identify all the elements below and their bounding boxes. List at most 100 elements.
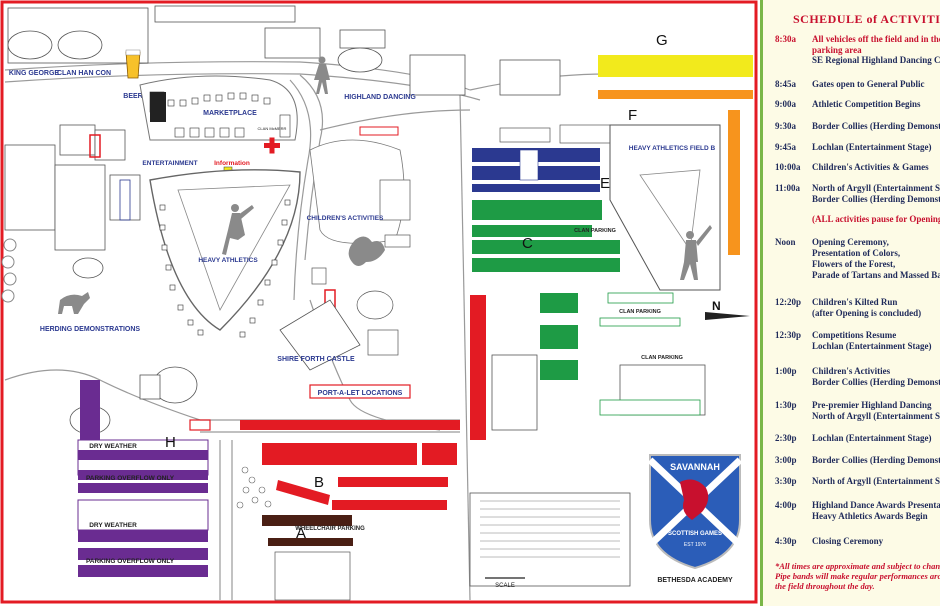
schedule-row: 3:00p Border Collies (Herding Demonstrati… bbox=[775, 455, 940, 466]
schedule-event-line: Parade of Tartans and Massed Bands bbox=[812, 270, 940, 280]
marker-e: E bbox=[600, 175, 610, 192]
schedule-time: 9:45a bbox=[775, 142, 796, 152]
schedule-event: Children's Kilted Run(after Opening is c… bbox=[812, 297, 921, 319]
yellow-parking bbox=[598, 55, 753, 77]
schedule-event-line: Children's Activities & Games bbox=[812, 162, 929, 172]
beer-icon bbox=[125, 49, 141, 79]
schedule-event: SE Regional Highland Dancing Championshi… bbox=[812, 55, 940, 66]
schedule-event-line: (ALL activities pause for Opening Ceremo… bbox=[812, 214, 940, 224]
wheelchair-parking-lot bbox=[262, 515, 352, 526]
schedule-event-line: Closing Ceremony bbox=[812, 536, 884, 546]
orange-parking bbox=[598, 90, 753, 99]
schedule-row: 9:45a Lochlan (Entertainment Stage) bbox=[775, 142, 932, 153]
area-handicap-clan-parking: HANDICAP CLAN PARKING bbox=[292, 436, 377, 443]
schedule-time: Noon bbox=[775, 237, 796, 247]
schedule-event: Children's Activities & Games bbox=[812, 162, 929, 173]
area-heavy-athletics: HEAVY ATHLETICS bbox=[198, 257, 258, 264]
schedule-event-line: parking area bbox=[812, 45, 862, 55]
schedule-event-line: North of Argyll (Entertainment Stage) bbox=[812, 411, 940, 421]
schedule-row: Noon Opening Ceremony,Presentation of Col… bbox=[775, 237, 940, 281]
schedule-event-line: Athletic Competition Begins bbox=[812, 99, 921, 109]
area-port-a-let: PORT-A-LET LOCATIONS bbox=[318, 390, 403, 397]
schedule-event-line: Lochlan (Entertainment Stage) bbox=[812, 142, 932, 152]
thrower-icon bbox=[680, 225, 712, 280]
map-svg: KING GEORGE CLAN HAN CON BEER MARKETPLAC… bbox=[0, 0, 758, 604]
schedule-note: *All times are approximate and subject t… bbox=[775, 561, 940, 591]
legend-box bbox=[469, 492, 631, 587]
schedule-event-line: Opening Ceremony, bbox=[812, 237, 889, 247]
area-wheelchair-parking: WHEELCHAIR PARKING bbox=[295, 526, 365, 532]
schedule-time: 1:30p bbox=[775, 400, 797, 410]
schedule-time: 10:00a bbox=[775, 162, 801, 172]
schedule-row: 2:30p Lochlan (Entertainment Stage) bbox=[775, 433, 932, 444]
schedule-row: (ALL activities pause for Opening Ceremo… bbox=[775, 214, 940, 225]
marketplace-loop bbox=[139, 75, 298, 141]
schedule-event-line: North of Argyll (Entertainment Stage) bbox=[812, 183, 940, 193]
schedule-event: Lochlan (Entertainment Stage) bbox=[812, 433, 932, 444]
area-entertainment: ENTERTAINMENT bbox=[142, 160, 197, 167]
marker-a: A bbox=[296, 525, 306, 542]
port-a-let-marker bbox=[89, 134, 101, 158]
orange-strip bbox=[728, 110, 740, 255]
marker-g: G bbox=[656, 32, 668, 49]
schedule-time: 12:30p bbox=[775, 330, 802, 340]
schedule-row: 10:00a Children's Activities & Games bbox=[775, 162, 929, 173]
area-shire-forth-castle: SHIRE FORTH CASTLE bbox=[277, 356, 355, 363]
north-arrow-icon bbox=[705, 312, 750, 320]
area-bethesda: BETHESDA ACADEMY bbox=[657, 577, 733, 584]
marker-b: B bbox=[314, 474, 324, 491]
area-clan-parking-2: CLAN PARKING bbox=[619, 309, 661, 315]
area-marketplace: MARKETPLACE bbox=[203, 110, 257, 117]
schedule-event: North of Argyll (Entertainment Stage)Bor… bbox=[812, 183, 940, 205]
note-line-3: the field throughout the day. bbox=[775, 581, 875, 591]
athlete-figure-icon bbox=[222, 204, 254, 255]
schedule-time: 1:00p bbox=[775, 366, 797, 376]
schedule-time: 4:00p bbox=[775, 500, 797, 510]
scale-label: SCALE bbox=[495, 583, 515, 589]
schedule-time: 3:00p bbox=[775, 455, 797, 465]
schedule-event-line: Children's Activities bbox=[812, 366, 891, 376]
schedule-event-line: Border Collies (Herding Demonstration) bbox=[812, 455, 940, 465]
clan-parking-green bbox=[472, 200, 620, 380]
schedule-event-line: Presentation of Colors, bbox=[812, 248, 901, 258]
schedule-event-line: All vehicles off the field and in the bbox=[812, 34, 940, 44]
schedule-event-line: Gates open to General Public bbox=[812, 79, 925, 89]
area-highland-dancing: HIGHLAND DANCING bbox=[344, 94, 416, 101]
area-clan-han-con: CLAN HAN CON bbox=[57, 70, 111, 77]
schedule-event-line: Pre-premier Highland Dancing bbox=[812, 400, 932, 410]
first-aid-icon bbox=[264, 137, 280, 154]
port-a-let-legend bbox=[309, 384, 411, 399]
area-heavy-athletics-field-b: HEAVY ATHLETICS FIELD B bbox=[629, 145, 716, 152]
overflow-parking bbox=[77, 380, 209, 577]
area-childrens-activities: CHILDREN'S ACTIVITIES bbox=[307, 215, 384, 222]
area-clan-parking-3: CLAN PARKING bbox=[641, 355, 683, 361]
note-line-1: *All times are approximate and subject t… bbox=[775, 561, 940, 571]
schedule-row: 9:30a Border Collies (Herding Demonstrati… bbox=[775, 121, 940, 132]
note-line-2: Pipe bands will make regular performance… bbox=[775, 571, 940, 581]
schedule-event: Border Collies (Herding Demonstration) bbox=[812, 121, 940, 132]
schedule-time: 2:30p bbox=[775, 433, 797, 443]
schedule-row: 9:00a Athletic Competition Begins bbox=[775, 99, 921, 110]
area-information: Information bbox=[214, 160, 250, 167]
schedule-event-line: (after Opening is concluded) bbox=[812, 308, 922, 318]
schedule-time: 9:00a bbox=[775, 99, 796, 109]
schedule-event-line: Children's Kilted Run bbox=[812, 297, 898, 307]
area-beer: BEER bbox=[123, 93, 142, 100]
marker-f: F bbox=[628, 107, 637, 124]
area-parking-overflow-1: PARKING OVERFLOW ONLY bbox=[86, 475, 175, 482]
schedule-event-line: Heavy Athletics Awards Begin bbox=[812, 511, 928, 521]
schedule-event: Highland Dance Awards PresentationHeavy … bbox=[812, 500, 940, 522]
schedule-time: 9:30a bbox=[775, 121, 796, 131]
schedule-row: 4:00p Highland Dance Awards PresentationH… bbox=[775, 500, 940, 522]
sheepdog-icon bbox=[58, 292, 90, 314]
